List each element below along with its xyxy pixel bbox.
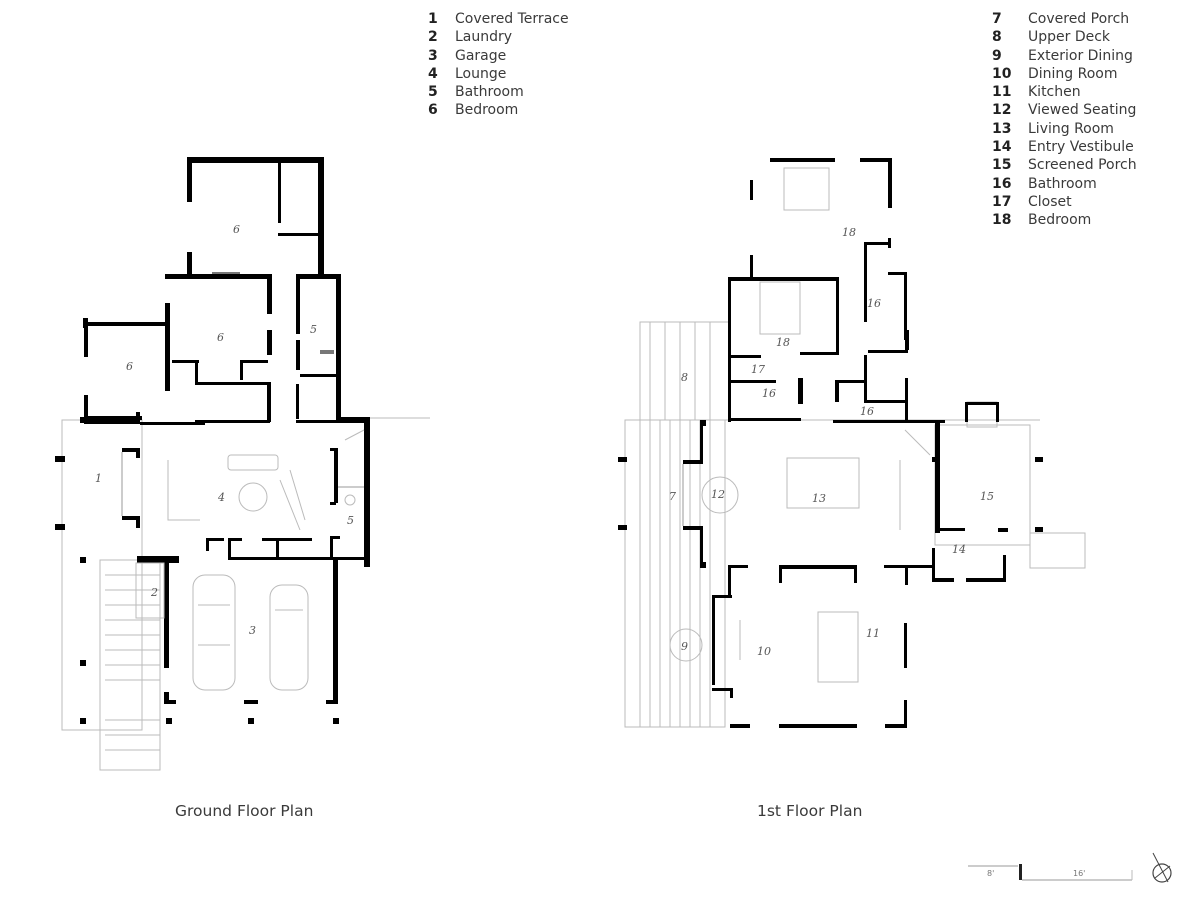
legend-label: Closet [1028,193,1072,210]
lounge-furniture [167,454,356,531]
legend-item: 13 Living Room [992,120,1137,138]
legend-item: 1 Covered Terrace [428,10,569,28]
north-arrow-icon [1152,852,1172,883]
legend-label: Upper Deck [1028,29,1111,46]
room-tag-bedroom: 18 [776,336,790,349]
legend-label: Garage [455,47,507,64]
legend-item: 6 Bedroom [428,101,569,119]
legend-number: 5 [428,84,438,101]
legend-number: 7 [992,11,1002,27]
legend-item: 11 Kitchen [992,83,1137,101]
legend-label: Bathroom [1028,175,1097,192]
room-tag-covered-terrace: 1 [95,472,102,485]
legend-label: Bedroom [455,102,519,119]
room-tag-entry-vestibule: 14 [952,543,966,556]
scale-label-b: 16' [1073,869,1086,878]
legend-number: 2 [428,29,438,46]
legend-first-floor: 7 Covered Porch 8 Upper Deck 9 Exterior Din… [992,10,1137,230]
legend-item: 8 Upper Deck [992,28,1137,46]
legend-label: Viewed Seating [1028,102,1137,119]
legend-item: 2 Laundry [428,28,569,46]
legend-label: Lounge [455,65,507,82]
room-tag-lounge: 4 [217,491,225,504]
legend-label: Screened Porch [1028,157,1137,174]
room-tag-bathroom: 5 [310,323,317,336]
legend-number: 6 [428,102,438,119]
legend-number: 11 [992,84,1012,101]
legend-item: 12 Viewed Seating [992,101,1137,119]
scale-bar [968,864,1133,881]
deck-lines [624,321,1086,728]
ground-floor-plan-title: Ground Floor Plan [175,802,314,820]
legend-item: 3 Garage [428,47,569,65]
legend-number: 14 [992,139,1012,156]
legend-label: Bathroom [455,84,524,101]
legend-item: 16 Bathroom [992,175,1137,193]
room-tag-bathroom: 16 [867,297,881,310]
legend-item: 7 Covered Porch [992,10,1137,28]
room-tag-exterior-dining: 9 [681,640,688,653]
legend-number: 18 [992,212,1012,229]
legend-item: 4 Lounge [428,65,569,83]
legend-item: 9 Exterior Dining [992,47,1137,65]
legend-label: Covered Porch [1028,11,1130,27]
legend-label: Bedroom [1028,212,1092,229]
room-tag-living-room: 13 [812,492,826,505]
legend-label: Covered Terrace [455,11,569,27]
legend-item: 15 Screened Porch [992,156,1137,174]
room-tag-dining-room: 10 [757,645,771,658]
legend-item: 5 Bathroom [428,83,569,101]
room-tag-kitchen: 11 [866,627,880,640]
legend-label: Exterior Dining [1028,47,1133,64]
garage-cars [192,574,309,691]
room-tag-bathroom: 16 [762,387,776,400]
room-tag-upper-deck: 8 [681,371,688,384]
room-tag-closet: 17 [751,363,765,376]
room-tag-screened-porch: 15 [980,490,994,503]
room-tag-bedroom: 18 [842,226,856,239]
legend-item: 17 Closet [992,193,1137,211]
room-tag-bedroom: 6 [233,223,240,236]
legend-number: 15 [992,157,1012,174]
legend-label: Living Room [1028,120,1114,137]
first-floor-plan-title: 1st Floor Plan [757,802,863,820]
legend-item: 18 Bedroom [992,211,1137,229]
legend-number: 10 [992,65,1012,82]
legend-item: 14 Entry Vestibule [992,138,1137,156]
legend-item: 10 Dining Room [992,65,1137,83]
legend-label: Kitchen [1028,84,1081,101]
legend-number: 9 [992,47,1002,64]
scale-label-a: 8' [987,869,995,878]
legend-ground-floor: 1 Covered Terrace 2 Laundry 3 Garage 4 Loung… [428,10,569,120]
legend-number: 17 [992,193,1012,210]
legend-number: 12 [992,102,1012,119]
room-tag-garage: 3 [249,624,256,637]
legend-label: Dining Room [1028,65,1118,82]
legend-number: 3 [428,47,438,64]
legend-number: 16 [992,175,1012,192]
legend-number: 8 [992,29,1002,46]
legend-number: 4 [428,65,438,82]
room-tag-covered-porch: 7 [669,490,676,503]
ground-floor-plan: 1 2 3 4 5 5 6 6 6 [55,157,430,771]
legend-number: 1 [428,11,438,27]
legend-number: 13 [992,120,1012,137]
first-floor-plan: 7 8 9 10 11 12 13 14 15 16 16 16 17 18 1… [618,158,1086,728]
room-tag-bedroom: 6 [217,331,224,344]
room-tag-bedroom: 6 [126,360,133,373]
terrace-outline [61,417,430,771]
room-tag-viewed-seating: 12 [711,488,725,501]
legend-label: Laundry [455,29,513,46]
legend-label: Entry Vestibule [1028,139,1134,156]
room-tag-bathroom: 5 [347,514,354,527]
room-tag-bathroom: 16 [860,405,874,418]
room-tag-laundry: 2 [150,586,158,599]
